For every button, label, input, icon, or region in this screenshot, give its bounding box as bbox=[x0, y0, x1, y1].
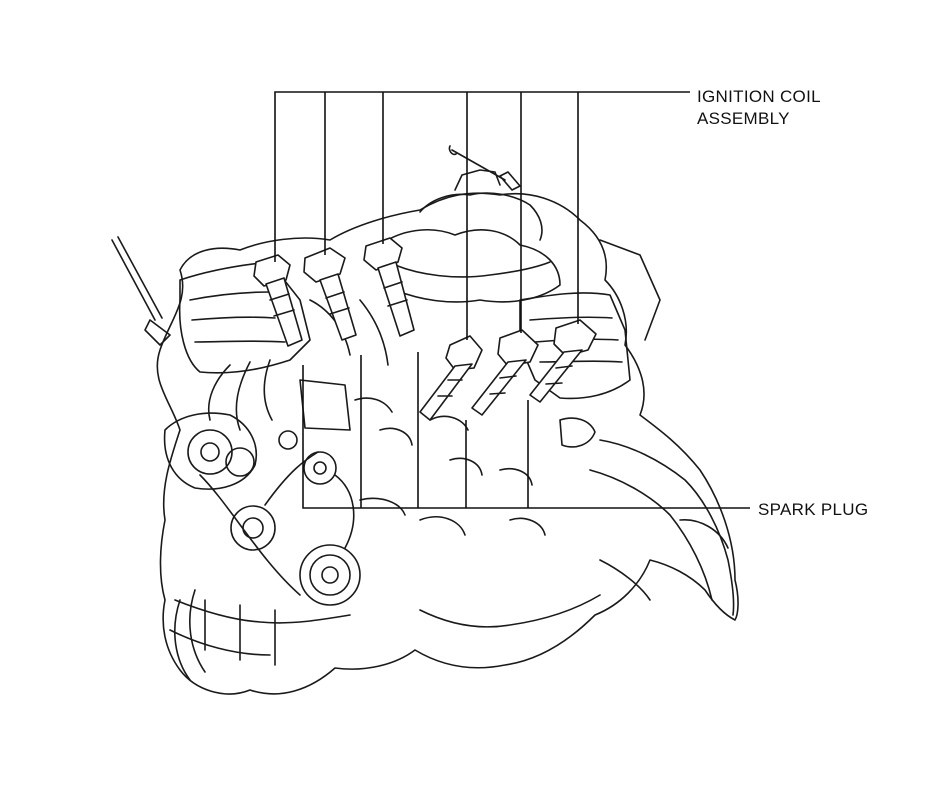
ignition-coil-label-line2: ASSEMBLY bbox=[697, 109, 790, 128]
ignition-coil-3 bbox=[363, 237, 415, 337]
ignition-coil-label-line1: IGNITION COIL bbox=[697, 87, 821, 106]
engine-block bbox=[111, 145, 739, 695]
ignition-coil-5 bbox=[471, 329, 539, 416]
ignition-coil-4 bbox=[419, 335, 483, 421]
ignition-coil-1 bbox=[253, 254, 303, 347]
spark-plug-leaders bbox=[302, 352, 750, 509]
ignition-coil-assembly-label: IGNITION COIL ASSEMBLY bbox=[697, 86, 821, 130]
ignition-coil-6 bbox=[529, 319, 597, 403]
ignition-coils bbox=[253, 237, 597, 421]
ignition-coil-leaders bbox=[274, 91, 690, 340]
spark-plug-label: SPARK PLUG bbox=[758, 500, 869, 519]
ignition-coil-2 bbox=[303, 247, 357, 341]
